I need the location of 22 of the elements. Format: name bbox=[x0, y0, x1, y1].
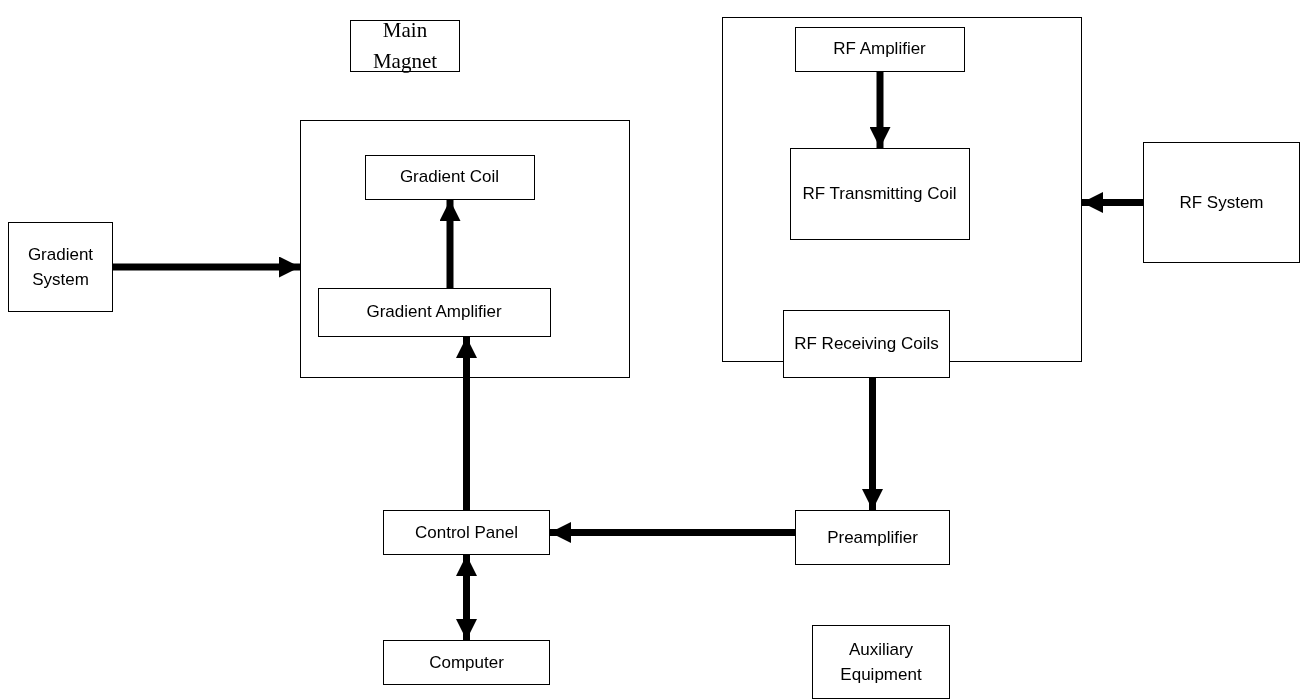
block-box: RF Receiving Coils bbox=[783, 310, 950, 378]
block-box: Computer bbox=[383, 640, 550, 685]
arrow bbox=[869, 72, 891, 148]
arrow bbox=[113, 256, 300, 278]
group-box bbox=[300, 120, 630, 378]
block-box: Gradient Coil bbox=[364, 154, 535, 200]
arrow bbox=[439, 200, 461, 288]
block-box: RF Transmitting Coil bbox=[789, 147, 970, 240]
block-box: RF System bbox=[1143, 142, 1300, 263]
block-box: Main Magnet bbox=[350, 20, 460, 72]
arrow bbox=[550, 522, 795, 543]
group-box bbox=[722, 17, 1082, 362]
arrow bbox=[862, 378, 883, 510]
arrow bbox=[456, 337, 477, 510]
arrow bbox=[456, 555, 477, 640]
block-box: Auxiliary Equipment bbox=[812, 625, 950, 699]
arrow bbox=[1082, 192, 1143, 213]
block-box: Preamplifier bbox=[795, 510, 950, 565]
block-box: Gradient System bbox=[8, 222, 113, 312]
block-box: RF Amplifier bbox=[794, 26, 965, 72]
block-box: Control Panel bbox=[383, 510, 550, 555]
block-box: Gradient Amplifier bbox=[317, 287, 551, 337]
